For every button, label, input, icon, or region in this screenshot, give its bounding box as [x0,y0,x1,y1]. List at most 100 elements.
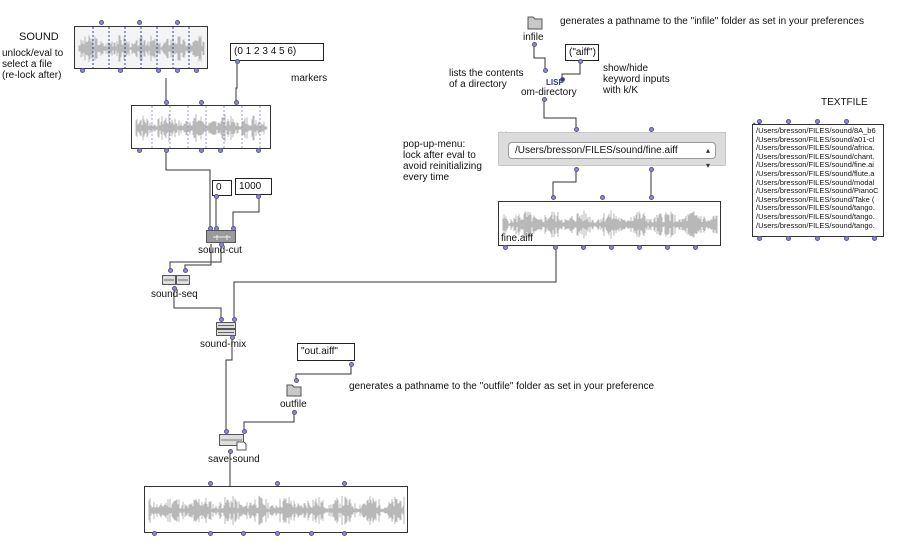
inlet-port[interactable] [232,317,237,322]
outlet-port[interactable] [256,194,261,199]
save-sound-label: save-sound [208,454,260,465]
outlet-port[interactable] [665,245,670,250]
outlet-port[interactable] [542,97,547,102]
outlet-port[interactable] [214,194,219,199]
outlet-port[interactable] [275,531,280,536]
inlet-port[interactable] [164,100,169,105]
om-directory-comment: lists the contents of a directory [449,68,524,90]
inlet-port[interactable] [242,429,247,434]
inlet-port[interactable] [757,119,762,124]
save-sound-icon[interactable] [219,434,247,451]
outlet-port[interactable] [609,245,614,250]
outlet-port[interactable] [693,245,698,250]
extension-list-box[interactable]: ("aiff") [565,44,599,61]
sound-box-source[interactable] [74,26,208,69]
popup-menu[interactable]: /Users/bresson/FILES/sound/fine.aiff ▴▾ [498,132,726,170]
textfile-box[interactable]: /Users/bresson/FILES/sound/8A_b6 /Users/… [752,124,884,237]
out-filename-box[interactable]: "out.aiff" [297,343,355,361]
end-value-box[interactable]: 1000 [235,178,272,195]
inlet-port[interactable] [294,378,299,383]
outlet-port[interactable] [786,236,791,241]
outlet-port[interactable] [757,236,762,241]
outlet-port[interactable] [532,42,537,47]
inlet-port[interactable] [649,127,654,132]
inlet-port[interactable] [551,195,556,200]
outlet-port[interactable] [553,245,558,250]
sound-seq-icon[interactable] [162,273,190,287]
outfile-comment: generates a pathname to the "outfile" fo… [349,381,655,392]
sound-box-fine[interactable]: fine.aiff [498,201,721,246]
inlet-port[interactable] [219,317,224,322]
outlet-port[interactable] [235,59,240,64]
inlet-port[interactable] [224,429,229,434]
textfile-line: /Users/bresson/FILES/sound/tango. [756,203,875,213]
keyword-inlet-port[interactable] [560,77,565,82]
outlet-port[interactable] [637,245,642,250]
outlet-port[interactable] [578,59,583,64]
textfile-line: /Users/bresson/FILES/sound/8A_b6 [756,126,876,135]
inlet-port[interactable] [543,68,548,73]
outlet-port[interactable] [137,148,142,153]
outlet-port[interactable] [649,167,654,172]
outlet-port[interactable] [349,362,354,367]
folder-icon[interactable] [527,12,543,30]
inlet-port[interactable] [574,127,579,132]
outlet-port[interactable] [218,148,223,153]
sound-mix-icon[interactable] [216,322,236,336]
inlet-port[interactable] [815,119,820,124]
outlet-port[interactable] [199,148,204,153]
outlet-port[interactable] [256,148,261,153]
outlet-port[interactable] [152,531,157,536]
outlet-port[interactable] [503,245,508,250]
wire [232,196,260,230]
outlet-port[interactable] [194,68,199,73]
inlet-port[interactable] [175,20,180,25]
outlet-port[interactable] [872,236,877,241]
inlet-port[interactable] [183,268,188,273]
outlet-port[interactable] [574,167,579,172]
outlet-port[interactable] [581,245,586,250]
sound-mix-label: sound-mix [200,339,247,350]
inlet-port[interactable] [99,20,104,25]
inlet-port[interactable] [600,195,605,200]
outlet-port[interactable] [208,531,213,536]
inlet-port[interactable] [275,481,280,486]
outlet-port[interactable] [292,410,297,415]
outlet-port[interactable] [175,68,180,73]
outlet-port[interactable] [164,148,169,153]
inlet-port[interactable] [649,195,654,200]
outlet-port[interactable] [228,449,233,454]
inlet-port[interactable] [199,100,204,105]
outlet-port[interactable] [118,68,123,73]
sound-title: SOUND [19,31,59,43]
sound-box-result[interactable] [144,486,408,533]
markers-list-box[interactable]: (0 1 2 3 4 5 6) [230,43,324,61]
inlet-port[interactable] [342,481,347,486]
outlet-port[interactable] [156,68,161,73]
folder-icon[interactable] [286,381,302,397]
wire [295,366,352,382]
outlet-port[interactable] [80,68,85,73]
outlet-port[interactable] [342,531,347,536]
outlet-port[interactable] [230,335,235,340]
inlet-port[interactable] [168,268,173,273]
inlet-port[interactable] [844,119,849,124]
inlet-port[interactable] [234,100,239,105]
outlet-port[interactable] [172,286,177,291]
outlet-port[interactable] [844,236,849,241]
begin-value-box[interactable]: 0 [212,180,232,196]
popup-select[interactable]: /Users/bresson/FILES/sound/fine.aiff ▴▾ [508,142,716,170]
sound-box-markers[interactable] [131,105,271,149]
markers-label: markers [291,73,328,84]
outlet-port[interactable] [815,236,820,241]
inlet-port[interactable] [208,481,213,486]
sound-name: fine.aiff [501,233,534,244]
outlet-port[interactable] [241,531,246,536]
lisp-tag[interactable]: LISP [546,78,564,87]
outlet-port[interactable] [309,531,314,536]
inlet-port[interactable] [137,20,142,25]
wire [552,168,577,198]
inlet-port[interactable] [786,119,791,124]
popup-selected-value: /Users/bresson/FILES/sound/fine.aiff [515,145,678,156]
outlet-port[interactable] [219,242,224,247]
